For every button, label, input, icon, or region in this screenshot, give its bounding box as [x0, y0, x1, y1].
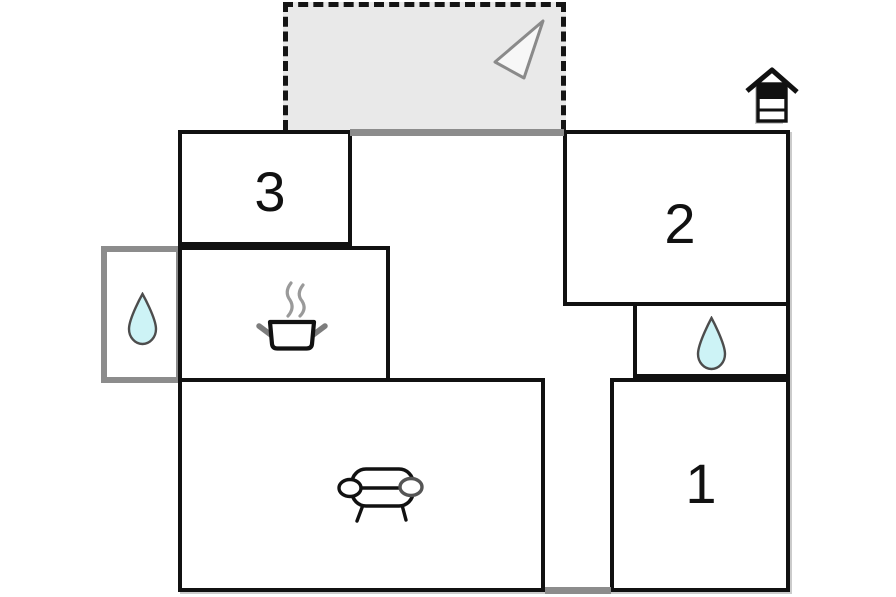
sofa-icon — [337, 467, 424, 523]
room-1-label: 1 — [685, 452, 717, 515]
entrance-door-opening — [545, 587, 611, 594]
fireplace-icon — [745, 67, 799, 124]
terrace-door-opening — [350, 129, 564, 136]
room-bedroom-1 — [610, 378, 790, 592]
room-2-label: 2 — [664, 192, 696, 255]
water-drop-icon — [696, 316, 727, 371]
direction-arrow-icon — [493, 19, 545, 80]
room-3-label: 3 — [254, 160, 286, 223]
cooking-pot-icon — [256, 281, 328, 351]
room-bedroom-2 — [563, 130, 790, 306]
room-bedroom-3 — [178, 130, 352, 246]
water-drop-icon — [127, 292, 158, 346]
room-kitchen — [178, 246, 390, 382]
